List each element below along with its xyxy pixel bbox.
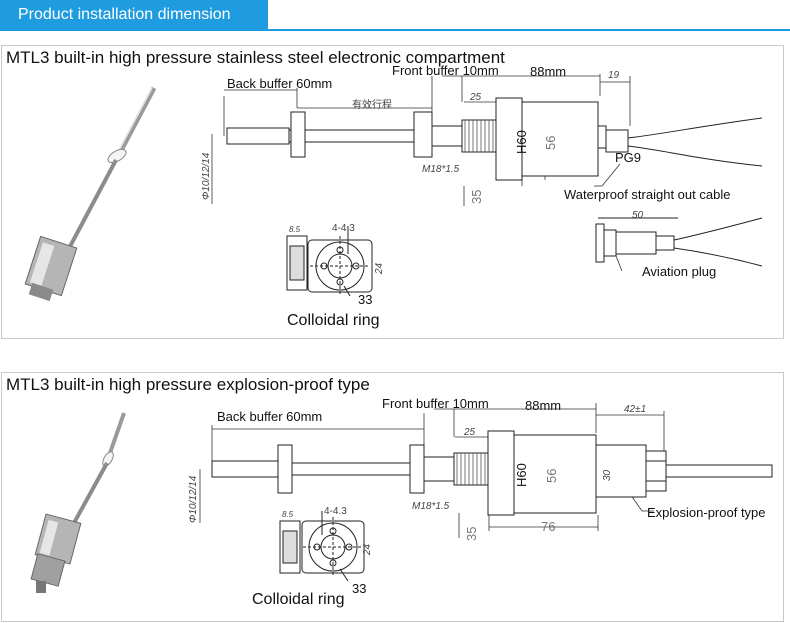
ring-holes-label: 4-4.3	[332, 223, 355, 234]
front-buffer-label: Front buffer 10mm	[392, 63, 499, 78]
pg9-label: PG9	[615, 150, 642, 165]
front-buffer-label: Front buffer 10mm	[382, 396, 489, 411]
dim-19-label: 19	[608, 70, 620, 81]
section-header-tab: Product installation dimension	[0, 0, 268, 29]
h60-label: H60	[514, 463, 529, 487]
dim-25-label: 25	[470, 92, 482, 103]
sensor-body-drawing	[226, 97, 763, 181]
ring-33-label: 33	[358, 292, 373, 307]
sensor-photo	[30, 412, 126, 593]
colloidal-ring-label: Colloidal ring	[287, 312, 380, 329]
ring-24-label: 24	[374, 262, 385, 274]
drawing-stainless-steel	[24, 74, 763, 302]
panel-title: MTL3 built-in high pressure stainless st…	[6, 48, 505, 67]
aviation-plug-label: Aviation plug	[642, 264, 717, 279]
waterproof-label: Waterproof straight out cable	[564, 187, 731, 202]
d76-label: 76	[541, 519, 556, 534]
colloidal-ring-label: Colloidal ring	[252, 591, 345, 608]
explosion-proof-label: Explosion-proof type	[647, 505, 766, 520]
aviation-plug-drawing	[595, 217, 763, 267]
panel-explosion-proof: MTL3 built-in high pressure explosion-pr…	[1, 372, 784, 622]
dim-42-label: 42±1	[624, 404, 647, 415]
d30-label: 30	[602, 469, 613, 481]
rod-diameter-label: Φ10/12/14	[188, 475, 199, 523]
dim-50-label: 50	[632, 210, 644, 221]
stroke-label: 有效行程	[352, 100, 392, 111]
h60-label: H60	[514, 130, 529, 154]
ring-85-label: 8.5	[282, 510, 294, 519]
dim-25-label: 25	[464, 427, 476, 438]
d35-label: 35	[464, 526, 479, 541]
leader-lines	[594, 163, 623, 272]
back-buffer-label: Back buffer 60mm	[217, 409, 323, 424]
colloidal-ring-drawing	[279, 511, 365, 582]
rod-diameter-label: Φ10/12/14	[201, 152, 212, 200]
panel-title: MTL3 built-in high pressure explosion-pr…	[6, 375, 370, 394]
thread-label: M18*1.5	[422, 164, 460, 175]
panel-stainless-steel: MTL3 built-in high pressure stainless st…	[1, 45, 784, 339]
ring-85-label: 8.5	[289, 225, 301, 234]
ring-holes-label: 4-4.3	[324, 506, 347, 517]
d56-label: 56	[543, 135, 558, 150]
sensor-photo	[24, 86, 157, 302]
header-rule	[0, 29, 790, 31]
ring-33-label: 33	[352, 581, 367, 596]
d56-label: 56	[544, 468, 559, 483]
thread-label: M18*1.5	[412, 501, 450, 512]
sensor-body-drawing	[211, 430, 773, 516]
drawing-explosion-proof	[30, 403, 773, 593]
colloidal-ring-drawing	[286, 226, 373, 297]
width-88-label: 88mm	[525, 398, 562, 413]
back-buffer-label: Back buffer 60mm	[227, 76, 333, 91]
width-88-label: 88mm	[530, 64, 567, 79]
d35-label: 35	[469, 189, 484, 204]
ring-24-label: 24	[362, 543, 373, 555]
